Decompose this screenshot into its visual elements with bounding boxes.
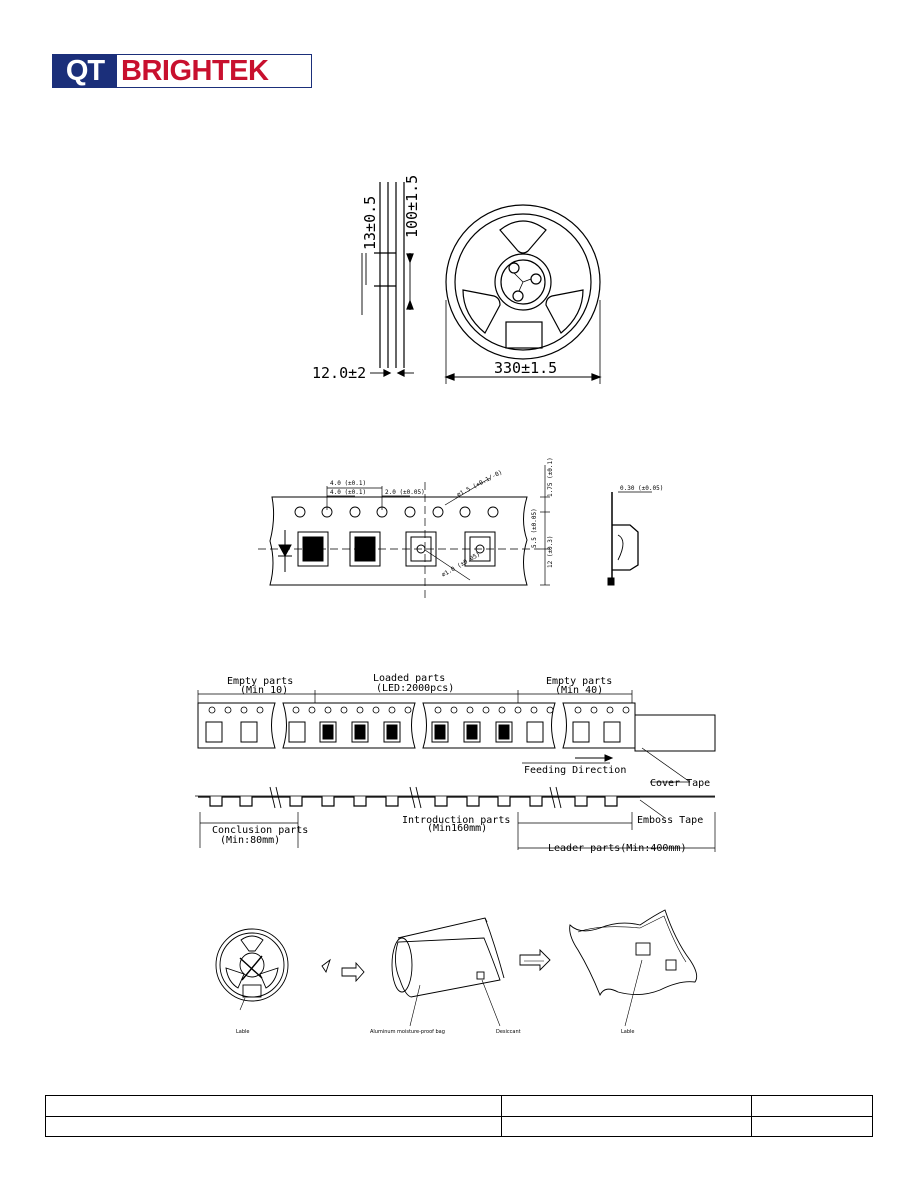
footer-cell — [46, 1117, 502, 1137]
footer-row — [46, 1116, 872, 1137]
empty-parts-right-min: (Min 40) — [555, 685, 603, 696]
dim-thickness: 0.30 (±0.05) — [620, 485, 663, 492]
reel-hub-width-label: 13±0.5 — [361, 196, 379, 250]
dim-center: 5.5 (±0.05) — [531, 508, 538, 548]
dim-hole-offset: 2.0 (±0.05) — [385, 489, 425, 496]
sprocket-holes — [295, 507, 498, 517]
footer-cell — [46, 1096, 502, 1116]
reel-drawing — [362, 182, 600, 384]
leader-parts: Leader parts(Min:400mm) — [548, 843, 686, 854]
cover-tape: Cover Tape — [650, 778, 710, 789]
dim-edge: 1.75 (±0.1) — [547, 457, 554, 497]
footer-cell — [502, 1117, 752, 1137]
dim-pocket-hole: ⌀1.0 (±0.05) — [441, 551, 482, 579]
reel-width-label: 12.0±2 — [312, 364, 366, 382]
introduction-parts-min: (Min160mm) — [427, 823, 487, 834]
empty-parts-left-min: (Min 10) — [240, 685, 288, 696]
packaging-labels: Lable Aluminum moisture-proof bag Desicc… — [236, 1029, 635, 1035]
dim-hole-diameter: ⌀1.5 (+0.1/-0) — [456, 469, 504, 499]
packaging-drawing — [216, 910, 697, 1026]
dim-pitch-4: 4.0 (±0.1) — [330, 489, 366, 496]
footer-cell — [752, 1096, 872, 1116]
feeding-direction: Feeding Direction — [524, 765, 626, 776]
footer-table — [45, 1095, 873, 1137]
footer-cell — [502, 1096, 752, 1116]
label-bag-label: Lable — [621, 1029, 635, 1035]
label-desiccant: Desiccant — [496, 1029, 521, 1035]
dim-width: 12 (±0.3) — [547, 535, 554, 568]
loaded-parts-qty: (LED:2000pcs) — [376, 683, 454, 694]
conclusion-parts-min: (Min:80mm) — [220, 835, 280, 846]
leader-sprocket-holes — [209, 707, 629, 713]
carrier-tape-drawing — [258, 465, 652, 600]
dim-pitch-8: 4.0 (±0.1) — [330, 480, 366, 487]
label-bag: Aluminum moisture-proof bag — [370, 1029, 445, 1035]
tape-leader-labels: Empty parts (Min 10) Loaded parts (LED:2… — [212, 673, 710, 854]
reel-diameter-label: 330±1.5 — [494, 359, 557, 377]
footer-row — [46, 1096, 872, 1116]
emboss-tape: Emboss Tape — [637, 815, 703, 826]
footer-cell — [752, 1117, 872, 1137]
reel-hub-diameter-label: 100±1.5 — [403, 175, 421, 238]
label-reel: Lable — [236, 1029, 250, 1035]
